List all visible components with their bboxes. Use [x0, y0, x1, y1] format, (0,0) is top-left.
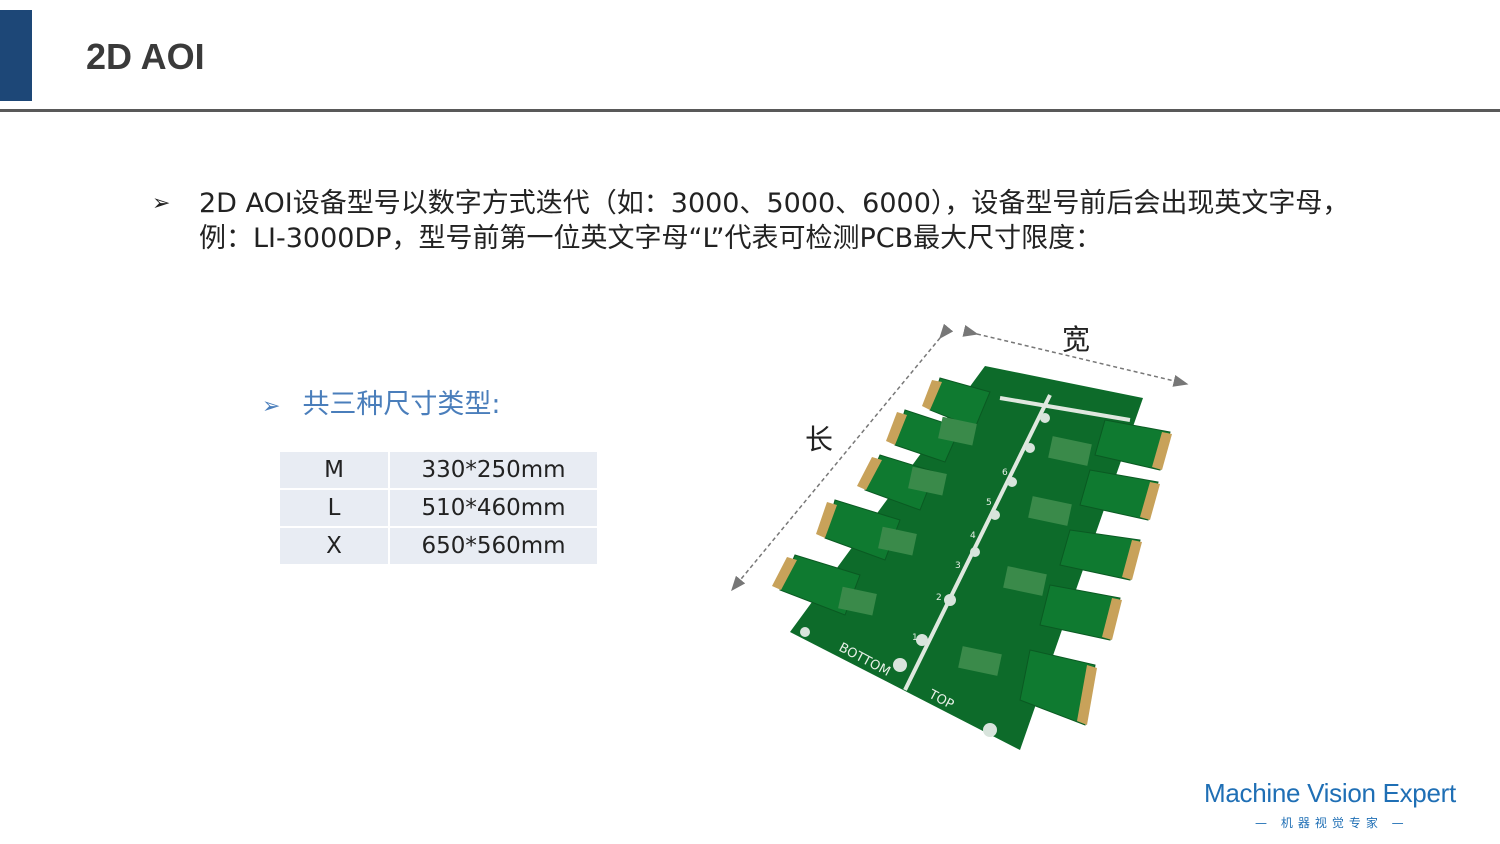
silk-number: 4 — [970, 531, 976, 541]
page-title: 2D AOI — [86, 36, 205, 77]
sizes-heading-text: 共三种尺寸类型: — [302, 389, 501, 420]
size-type: M — [280, 452, 388, 488]
title-accent-bar — [0, 10, 32, 101]
title-divider — [0, 109, 1500, 112]
brand-logo-subtitle: — 机器视觉专家 — — [1255, 816, 1409, 830]
size-value: 650*560mm — [390, 528, 597, 564]
size-type: L — [280, 490, 388, 526]
brand-logo: Machine Vision Expert — [1204, 778, 1456, 808]
intro-bullet: ➢ 2D AOI设备型号以数字方式迭代（如：3000、5000、6000），设备… — [152, 186, 1352, 256]
arrow-bullet-icon: ➢ — [152, 191, 171, 216]
size-value: 510*460mm — [390, 490, 597, 526]
brand-subtitle-text: 机器视觉专家 — [1280, 816, 1383, 830]
size-type: X — [280, 528, 388, 564]
silk-number: 3 — [955, 561, 961, 571]
pcb-board: BOTTOM TOP 1 2 3 4 5 6 — [772, 366, 1172, 750]
length-dimension-arrow — [731, 323, 954, 592]
intro-text: 2D AOI设备型号以数字方式迭代（如：3000、5000、6000），设备型号… — [199, 188, 1350, 254]
silk-number: 6 — [1002, 468, 1008, 478]
length-label: 长 — [805, 423, 834, 456]
size-value: 330*250mm — [390, 452, 597, 488]
silk-number: 2 — [936, 593, 942, 603]
arrow-bullet-icon: ➢ — [262, 394, 281, 419]
silk-number: 1 — [912, 633, 918, 643]
width-dimension-arrow — [962, 325, 1189, 387]
width-label: 宽 — [1062, 323, 1091, 356]
silk-number: 5 — [986, 498, 992, 508]
sizes-heading: ➢ 共三种尺寸类型: — [262, 382, 501, 421]
